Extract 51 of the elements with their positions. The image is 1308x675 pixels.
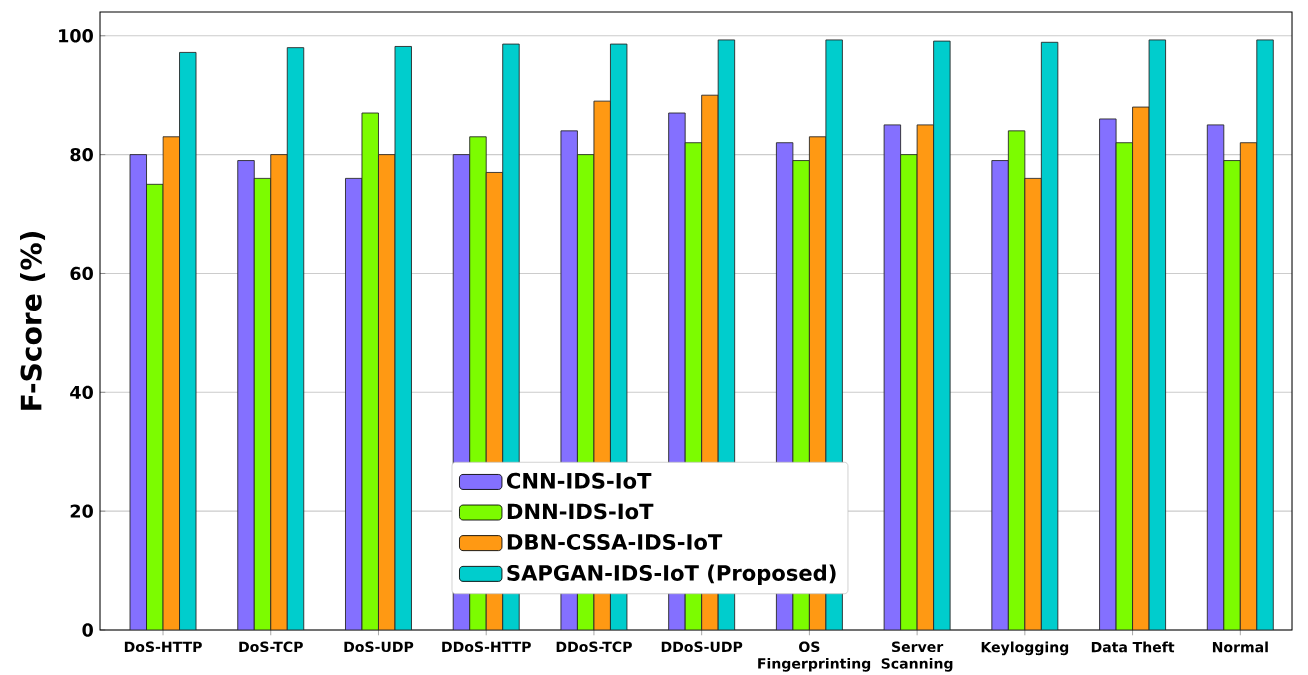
x-tick-label: DDoS-HTTP <box>442 641 531 653</box>
bar <box>900 154 918 630</box>
bar <box>270 154 288 630</box>
bar <box>1132 106 1150 630</box>
bar <box>1206 124 1225 630</box>
bar <box>991 160 1009 630</box>
y-tick-label: 60 <box>70 266 93 281</box>
x-tick-label: DoS-TCP <box>239 641 303 653</box>
bar <box>129 154 147 630</box>
bar <box>378 154 396 630</box>
x-tick-label: Keylogging <box>981 641 1069 656</box>
y-tick-label: 40 <box>70 385 93 399</box>
bar <box>146 183 164 630</box>
bar <box>1007 130 1026 630</box>
bar <box>1256 39 1274 630</box>
y-axis-title: F-Score (%) <box>20 232 46 410</box>
bar <box>394 46 412 630</box>
legend-label: SAPGAN-IDS-IoT (Proposed) <box>507 564 836 585</box>
legend-label: DBN-CSSA-IDS-IoT <box>507 533 723 550</box>
bar <box>345 177 363 630</box>
bar-chart: DoS-HTTP DoS-TCP DoS-UDP DDoS-HTTP DDoS-TCP DDoS-UDP OS Fingerprinting Server Scanning Keylogging Data Theft Normal 0 20 40 60 80 100 F-Score (%) CNN-IDS-IoT DNN-IDS-IoT DBN-CSSA-IDS-IoT SAPGAN-IDS-IoT (Proposed) <box>20 11 1293 672</box>
x-tick-label: DoS-HTTP <box>124 641 202 653</box>
bar <box>1115 142 1134 630</box>
bar <box>1040 41 1059 630</box>
bar <box>1148 39 1167 630</box>
bar <box>883 124 902 630</box>
bar <box>253 177 272 630</box>
y-tick-label: 100 <box>59 29 93 43</box>
x-tick-label: Normal <box>1212 641 1268 653</box>
x-tick-label: Data Theft <box>1091 641 1175 653</box>
bar <box>286 47 305 630</box>
bar <box>916 124 935 630</box>
bar <box>179 51 197 630</box>
bar <box>1024 177 1042 630</box>
legend-label: CNN-IDS-IoT <box>506 472 652 489</box>
bar <box>933 40 951 630</box>
x-tick-label: Server Scanning <box>881 641 953 672</box>
bar <box>162 136 180 630</box>
bar <box>1223 160 1241 630</box>
y-tick-label: 80 <box>70 147 93 162</box>
y-tick-label: 20 <box>70 504 93 518</box>
x-tick-label: DDoS-TCP <box>556 641 632 653</box>
legend-label: DNN-IDS-IoT <box>507 503 654 520</box>
y-tick-label: 0 <box>82 623 93 637</box>
x-tick-label: DDoS-UDP <box>661 641 743 653</box>
bar <box>237 160 255 630</box>
bar <box>361 112 379 630</box>
x-tick-label: OS Fingerprinting <box>758 641 871 672</box>
x-tick-label: DoS-UDP <box>344 641 414 653</box>
bar <box>1239 142 1258 630</box>
bar <box>1099 118 1117 630</box>
